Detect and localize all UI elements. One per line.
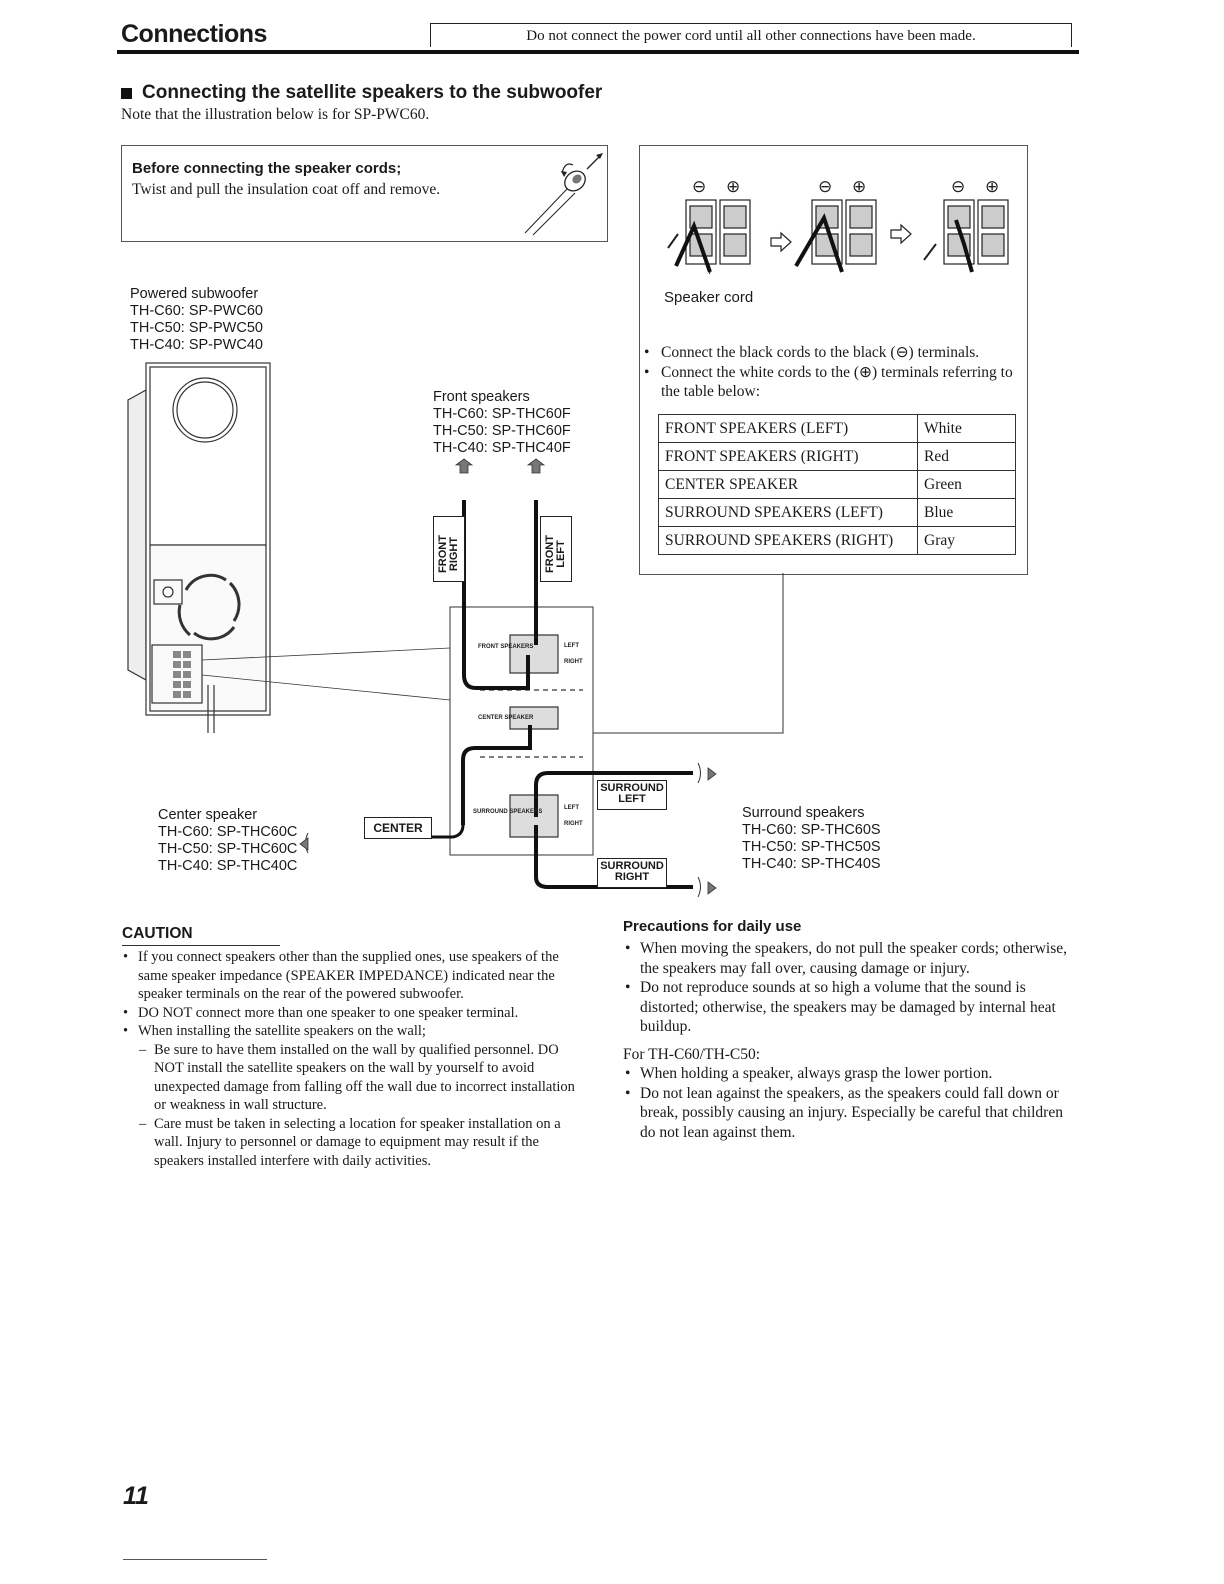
center-tag: CENTER (364, 817, 432, 839)
page-header-title: Connections (121, 20, 267, 48)
minus-icon: ⊖ (818, 177, 832, 197)
front-speakers-label-block: Front speakers TH-C60: SP-THC60F TH-C50:… (433, 389, 571, 457)
front-speakers-model: TH-C50: SP-THC60F (433, 423, 571, 439)
before-connecting-box: Before connecting the speaker cords; Twi… (121, 145, 608, 242)
surround-speakers-model: TH-C50: SP-THC50S (742, 839, 881, 855)
precaution-bullet: Do not lean against the speakers, as the… (623, 1084, 1073, 1143)
plus-icon: ⊕ (726, 177, 740, 197)
surround-speakers-label: Surround speakers (742, 805, 865, 821)
terminal-left-label: LEFT (564, 805, 579, 811)
surround-right-tag: SURROUND RIGHT (597, 858, 667, 888)
before-connecting-heading: Before connecting the speaker cords; (132, 160, 402, 177)
cord-color-table: FRONT SPEAKERS (LEFT)White FRONT SPEAKER… (658, 414, 1016, 555)
table-row: FRONT SPEAKERS (RIGHT)Red (658, 442, 1016, 471)
plus-icon: ⊕ (985, 177, 999, 197)
section-title-text: Connecting the satellite speakers to the… (142, 82, 603, 103)
minus-icon: ⊖ (951, 177, 965, 197)
surround-speakers-terminal-label: SURROUND SPEAKERS (473, 809, 542, 815)
terminal-cell: CENTER SPEAKER (658, 470, 918, 499)
terminal-cell: SURROUND SPEAKERS (RIGHT) (658, 526, 918, 555)
front-speakers-terminal-label: FRONT SPEAKERS (478, 644, 533, 650)
table-row: SURROUND SPEAKERS (LEFT)Blue (658, 498, 1016, 527)
caution-list: If you connect speakers other than the s… (121, 948, 577, 1170)
subwoofer-model: TH-C60: SP-PWC60 (130, 303, 263, 319)
terminal-bullets: Connect the black cords to the black (⊖)… (644, 343, 1024, 402)
surround-speakers-model: TH-C60: SP-THC60S (742, 822, 881, 838)
table-row: SURROUND SPEAKERS (RIGHT)Gray (658, 526, 1016, 555)
surround-speakers-label-block: Surround speakers TH-C60: SP-THC60S TH-C… (742, 805, 881, 873)
terminal-left-label: LEFT (564, 643, 579, 649)
caution-subitem: Care must be taken in selecting a locati… (121, 1115, 577, 1171)
center-speaker-label: Center speaker (158, 807, 258, 823)
center-speaker-model: TH-C50: SP-THC60C (158, 841, 298, 857)
terminal-right-label: RIGHT (564, 659, 583, 665)
caution-bullet: When installing the satellite speakers o… (121, 1022, 577, 1041)
precaution-bullet: When holding a speaker, always grasp the… (623, 1064, 1073, 1084)
caution-heading: CAUTION (122, 925, 280, 946)
color-cell: Blue (917, 498, 1016, 527)
terminal-bullet: Connect the white cords to the (⊕) termi… (644, 363, 1024, 402)
color-cell: Gray (917, 526, 1016, 555)
color-cell: Red (917, 442, 1016, 471)
footer-rule (123, 1559, 267, 1560)
center-speaker-terminal-label: CENTER SPEAKER (478, 715, 534, 721)
terminal-instructions-box: ⊖ ⊕ ⊖ ⊕ ⊖ ⊕ Speaker cord (639, 145, 1028, 575)
plus-icon: ⊕ (852, 177, 866, 197)
color-cell: White (917, 414, 1016, 443)
surround-speakers-model: TH-C40: SP-THC40S (742, 856, 881, 872)
surround-left-tag: SURROUND LEFT (597, 780, 667, 810)
twist-cord-icon (524, 153, 603, 236)
page-number: 11 (123, 1482, 149, 1510)
caution-bullet: If you connect speakers other than the s… (121, 948, 577, 1004)
terminal-right-label: RIGHT (564, 821, 583, 827)
caution-subitem: Be sure to have them installed on the wa… (121, 1041, 577, 1115)
subwoofer-model: TH-C40: SP-PWC40 (130, 337, 263, 353)
section-bullet-square (121, 87, 132, 99)
precautions-heading: Precautions for daily use (623, 918, 802, 935)
subwoofer-label-block: Powered subwoofer TH-C60: SP-PWC60 TH-C5… (130, 286, 263, 354)
before-connecting-text: Twist and pull the insulation coat off a… (132, 181, 441, 198)
table-row: FRONT SPEAKERS (LEFT)White (658, 414, 1016, 443)
header-warning-note: Do not connect the power cord until all … (430, 23, 1072, 47)
section-note: Note that the illustration below is for … (121, 106, 430, 123)
center-speaker-model: TH-C40: SP-THC40C (158, 858, 298, 874)
center-speaker-model: TH-C60: SP-THC60C (158, 824, 298, 840)
precautions-list: When moving the speakers, do not pull th… (623, 939, 1073, 1142)
terminal-connection-illustration: ⊖ ⊕ ⊖ ⊕ ⊖ ⊕ (667, 177, 1009, 274)
precaution-bullet: Do not reproduce sounds at so high a vol… (623, 978, 1073, 1037)
subwoofer-label: Powered subwoofer (130, 286, 259, 302)
terminal-cell: FRONT SPEAKERS (RIGHT) (658, 442, 918, 471)
speaker-cord-label: Speaker cord (664, 289, 754, 306)
front-speakers-model: TH-C60: SP-THC60F (433, 406, 571, 422)
wiring-diagram: FRONT SPEAKERS LEFT RIGHT CENTER SPEAKER… (127, 362, 784, 898)
minus-icon: ⊖ (692, 177, 706, 197)
precautions-subheading: For TH-C60/TH-C50: (623, 1045, 761, 1063)
front-speakers-model: TH-C40: SP-THC40F (433, 440, 571, 456)
center-speaker-label-block: Center speaker TH-C60: SP-THC60C TH-C50:… (158, 807, 297, 875)
front-speakers-label: Front speakers (433, 389, 530, 405)
front-right-tag: FRONT RIGHT (433, 516, 465, 582)
front-left-tag: FRONT LEFT (540, 516, 572, 582)
subwoofer-model: TH-C50: SP-PWC50 (130, 320, 263, 336)
precaution-bullet: When moving the speakers, do not pull th… (623, 939, 1073, 978)
color-cell: Green (917, 470, 1016, 499)
caution-bullet: DO NOT connect more than one speaker to … (121, 1004, 577, 1023)
header-rule (117, 50, 1079, 54)
terminal-bullet: Connect the black cords to the black (⊖)… (644, 343, 1024, 363)
section-title: Connecting the satellite speakers to the… (121, 82, 602, 104)
